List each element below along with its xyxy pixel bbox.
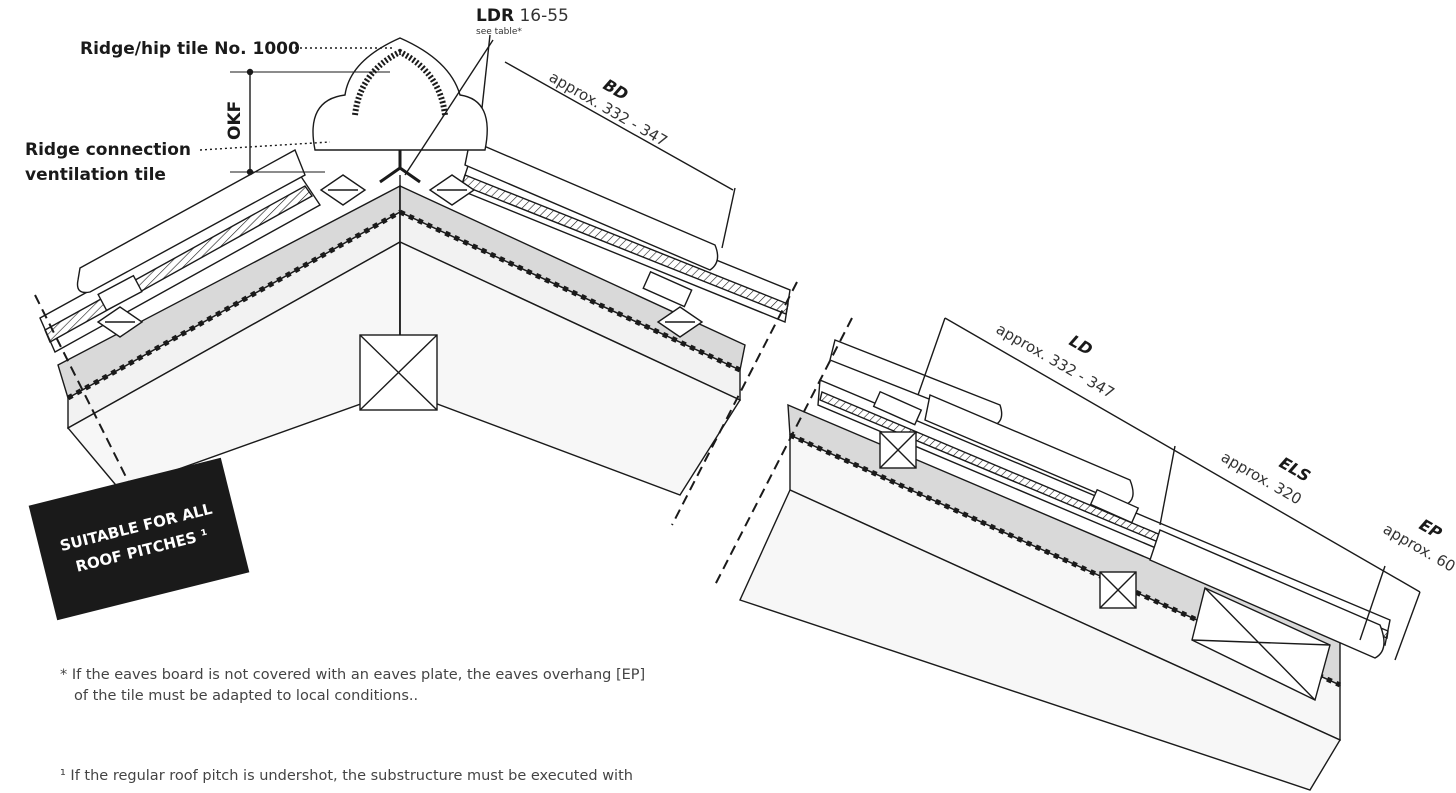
eaves-cut-line xyxy=(714,317,853,586)
right-membrane xyxy=(398,209,742,373)
eaves-clip-lower xyxy=(1089,488,1140,524)
eaves-section xyxy=(714,317,1421,791)
right-cut-line xyxy=(671,281,798,526)
eaves-clip-upper xyxy=(872,390,923,426)
batten-right-lower xyxy=(656,306,704,338)
footnote-1-line-2: of the tile must be adapted to local con… xyxy=(74,688,419,704)
eaves-rafter-lower xyxy=(739,489,1342,791)
ld-label: LD xyxy=(1066,331,1096,359)
ldr-label: LDR 16-55 xyxy=(476,6,569,26)
eaves-batten-upper xyxy=(879,431,917,469)
left-clip xyxy=(97,274,143,312)
ridge-connection-label-2: ventilation tile xyxy=(25,165,166,185)
footnote-1: * If the eaves board is not covered with… xyxy=(60,665,645,707)
eaves-tile-lower xyxy=(1149,529,1385,659)
bd-dim-line xyxy=(504,61,734,191)
footnote-2: ¹ If the regular roof pitch is undershot… xyxy=(60,766,633,787)
ldr-leader xyxy=(404,39,494,176)
left-membrane xyxy=(66,209,402,401)
batten-left-lower xyxy=(96,306,144,338)
ridge-tile-shape xyxy=(312,37,488,151)
right-clip xyxy=(642,270,693,308)
left-tile-profile xyxy=(76,149,306,294)
left-cut-line xyxy=(34,294,131,486)
ridge-tile-hatch xyxy=(352,48,448,116)
ridge-section xyxy=(34,34,798,526)
ridge-connection-leader xyxy=(199,141,331,151)
ldr-sub-label: see table* xyxy=(476,27,522,37)
footnote-2-line-1: ¹ If the regular roof pitch is undershot… xyxy=(60,768,633,784)
footnote-1-line-1: * If the eaves board is not covered with… xyxy=(60,667,646,683)
eaves-batten-lower xyxy=(1099,571,1137,609)
ridge-connection-label-1: Ridge connection xyxy=(25,140,191,160)
eaves-dim-line xyxy=(944,317,1421,593)
okf-label: OKF xyxy=(225,101,245,140)
batten-left-upper xyxy=(319,174,367,206)
ld-value: approx. 332 - 347 xyxy=(993,320,1118,402)
batten-right-upper xyxy=(428,174,476,206)
right-tile-profile xyxy=(464,139,719,271)
ridge-tile-label: Ridge/hip tile No. 1000 xyxy=(80,39,300,59)
